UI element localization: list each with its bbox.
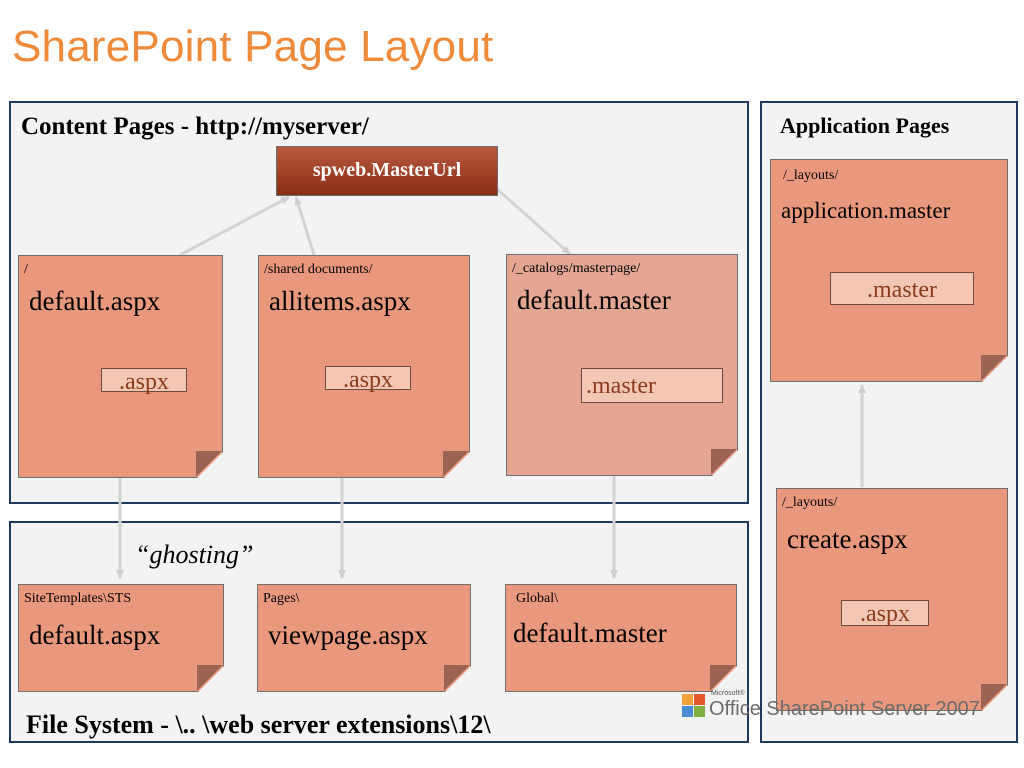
page-doc-application-master: /_layouts/ application.master .master bbox=[770, 159, 1008, 382]
page-extension: .master bbox=[581, 368, 723, 403]
page-path: /_catalogs/masterpage/ bbox=[512, 261, 641, 276]
page-filename: viewpage.aspx bbox=[268, 620, 428, 650]
page-path: / bbox=[24, 262, 28, 277]
page-doc-create-aspx: /_layouts/ create.aspx .aspx bbox=[776, 488, 1008, 711]
page-doc-allitems-aspx: /shared documents/ allitems.aspx .aspx bbox=[258, 255, 470, 478]
arrow-allitems-to-masterurl bbox=[294, 196, 316, 256]
page-extension: .aspx bbox=[101, 368, 187, 392]
page-doc-default-aspx: / default.aspx .aspx bbox=[18, 255, 223, 478]
content-pages-label: Content Pages - http://myserver/ bbox=[21, 113, 369, 140]
office-logo-icon bbox=[682, 694, 705, 717]
page-filename: application.master bbox=[781, 198, 951, 223]
page-doc-fs-viewpage-aspx: Pages\ viewpage.aspx bbox=[257, 584, 471, 692]
page-doc-default-master: /_catalogs/masterpage/ default.master .m… bbox=[506, 254, 738, 476]
page-path: Pages\ bbox=[263, 591, 300, 606]
page-path: SiteTemplates\STS bbox=[24, 591, 132, 606]
page-extension: .master bbox=[830, 272, 974, 305]
logo-prefix: Microsoft® bbox=[711, 690, 745, 697]
arrow-default-to-masterurl bbox=[179, 195, 290, 257]
page-doc-fs-default-master: Global\ default.master bbox=[505, 584, 737, 692]
page-filename: default.master bbox=[513, 618, 667, 648]
page-path: /_layouts/ bbox=[782, 495, 838, 510]
page-title: SharePoint Page Layout bbox=[12, 22, 494, 71]
page-path: Global\ bbox=[516, 591, 558, 606]
logo-text: Office SharePoint Server 2007 bbox=[709, 698, 980, 720]
page-extension: .aspx bbox=[841, 600, 929, 626]
file-system-label: File System - \.. \web server extensions… bbox=[26, 710, 491, 739]
page-filename: default.aspx bbox=[29, 286, 161, 316]
page-extension: .aspx bbox=[325, 366, 411, 390]
ghosting-label: “ghosting” bbox=[135, 540, 254, 569]
application-pages-label: Application Pages bbox=[780, 113, 950, 138]
page-filename: allitems.aspx bbox=[269, 286, 411, 316]
arrow-masterurl-to-defaultmaster bbox=[496, 187, 571, 256]
office-logo: Microsoft® Office SharePoint Server 2007 bbox=[681, 690, 1011, 730]
page-filename: create.aspx bbox=[787, 524, 908, 554]
page-path: /shared documents/ bbox=[264, 262, 373, 277]
page-filename: default.master bbox=[517, 285, 671, 315]
page-path: /_layouts/ bbox=[783, 168, 839, 183]
master-url-box: spweb.MasterUrl bbox=[276, 146, 498, 196]
page-doc-fs-default-aspx: SiteTemplates\STS default.aspx bbox=[18, 584, 224, 692]
page-filename: default.aspx bbox=[29, 620, 161, 650]
